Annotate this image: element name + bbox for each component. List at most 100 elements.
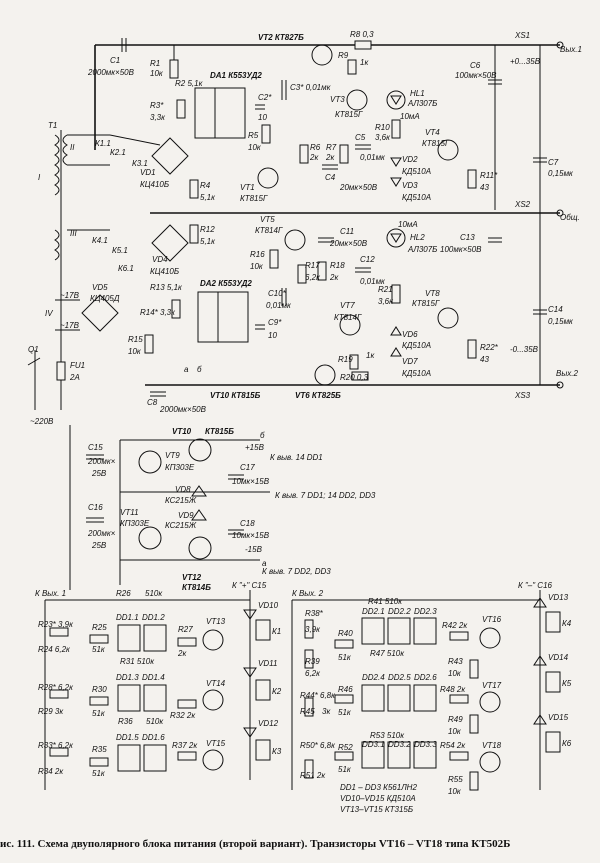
- label-k6: К6: [562, 739, 572, 748]
- label-r18: R18: [330, 261, 345, 270]
- label-mains: ~220В: [30, 417, 54, 426]
- label-k61: К6.1: [118, 264, 134, 273]
- label-r51: R51 2к: [300, 771, 326, 780]
- label-wII: II: [70, 143, 75, 152]
- label-reg-plus15: +15В: [245, 443, 265, 452]
- label-vt7: VT7: [340, 301, 355, 310]
- label-dd13: DD1.3: [116, 673, 139, 682]
- label-c14v: 0,15мк: [548, 317, 574, 326]
- label-vd8: VD8: [175, 485, 191, 494]
- label-vt11: VT11: [120, 508, 139, 517]
- label-vt12t: КТ814Б: [182, 583, 211, 592]
- label-vt1t: КТ815Г: [240, 194, 268, 203]
- label-r43: R43: [448, 657, 463, 666]
- label-dd16: DD1.6: [142, 733, 165, 742]
- label-r55: R55: [448, 775, 463, 784]
- label-r35: R35: [92, 745, 107, 754]
- label-r31: R31 510к: [120, 657, 155, 666]
- label-r18v: 2к: [329, 273, 339, 282]
- label-dd22: DD2.2: [388, 607, 411, 616]
- label-vd1t: КЦ410Б: [140, 180, 169, 189]
- label-vt7t: КТ814Г: [334, 313, 362, 322]
- label-c17v: 10мк×15В: [232, 477, 270, 486]
- label-r27: R27: [178, 625, 193, 634]
- label-vt11t: КП303Е: [120, 519, 150, 528]
- label-minus15: -15В: [245, 545, 263, 554]
- label-r26: R26: [116, 589, 131, 598]
- label-r45: R45: [300, 707, 315, 716]
- label-k21: К2.1: [110, 148, 126, 157]
- label-r54: R54 2к: [440, 741, 466, 750]
- label-r19v: 1к: [366, 351, 375, 360]
- label-r49v: 10к: [448, 727, 462, 736]
- label-vd7t: КД510А: [402, 369, 431, 378]
- label-vd6: VD6: [402, 330, 418, 339]
- label-right-head: К Вых. 2: [292, 589, 324, 598]
- label-xs3: XS3: [514, 391, 531, 400]
- label-da1: DA1 К553УД2: [210, 71, 262, 80]
- label-dd26: DD2.6: [414, 673, 437, 682]
- label-left-relayhead: К "+" C15: [232, 581, 267, 590]
- label-vt3t: КТ815Г: [335, 110, 363, 119]
- label-r7v: 2к: [325, 153, 335, 162]
- label-r40: R40: [338, 629, 353, 638]
- label-tap7: К выв. 7 DD1; 14 DD2, DD3: [275, 491, 376, 500]
- label-c16: C16: [88, 503, 103, 512]
- label-r12v: 5,1к: [200, 237, 216, 246]
- label-r29: R29 3к: [38, 707, 64, 716]
- label-r21v: 3,6к: [378, 297, 394, 306]
- label-vt13: VT13: [206, 617, 226, 626]
- label-c10v: 0,01мк: [266, 301, 292, 310]
- label-r38v: 3,9к: [305, 625, 321, 634]
- label-v17b: ~17В: [60, 321, 80, 330]
- label-wIII: III: [70, 229, 77, 238]
- label-r12: R12: [200, 225, 215, 234]
- label-vt12: VT12: [182, 573, 202, 582]
- label-r10: R10: [375, 123, 390, 132]
- label-c2v: 10: [258, 113, 267, 122]
- label-xs1: XS1: [514, 31, 530, 40]
- label-c2: C2*: [258, 93, 272, 102]
- label-r25v: 51к: [92, 645, 106, 654]
- label-hl1i: 10мА: [400, 112, 420, 121]
- label-vd14: VD14: [548, 653, 569, 662]
- label-r42: R42 2к: [442, 621, 468, 630]
- label-c11v: 20мк×50В: [329, 239, 368, 248]
- label-hl1t: АЛ307Б: [407, 99, 437, 108]
- label-r19: R19: [338, 355, 353, 364]
- label-r11: R11*: [480, 171, 498, 180]
- label-r16v: 10к: [250, 262, 264, 271]
- label-range2: -0...35В: [510, 345, 539, 354]
- label-r2: R2 5,1к: [175, 79, 204, 88]
- label-r34: R34 2к: [38, 767, 64, 776]
- label-r1v: 10к: [150, 69, 164, 78]
- label-r16: R16: [250, 250, 265, 259]
- label-reg-vt10t: КТ815Б: [205, 427, 234, 436]
- label-xs2: XS2: [514, 200, 531, 209]
- label-vt18: VT18: [482, 741, 502, 750]
- label-r6v: 2к: [309, 153, 319, 162]
- label-r24: R24 6,2к: [38, 645, 71, 654]
- label-q1: Q1: [28, 345, 39, 354]
- label-vt16: VT16: [482, 615, 502, 624]
- label-vd9t: КС215Ж: [165, 521, 197, 530]
- label-r9v: 1к: [360, 58, 369, 67]
- label-r7: R7: [326, 143, 337, 152]
- label-tapA: К выв. 7 DD2, DD3: [262, 567, 331, 576]
- label-c4v: 20мк×50В: [339, 183, 378, 192]
- label-r49: R49: [448, 715, 463, 724]
- label-c14: C14: [548, 305, 563, 314]
- label-dd23: DD2.3: [414, 607, 437, 616]
- label-c16v: 200мк×: [87, 529, 116, 538]
- label-k3: К3: [272, 747, 282, 756]
- label-r28: R28* 6,2к: [38, 683, 74, 692]
- label-r52: R52: [338, 743, 353, 752]
- label-vd5: VD5: [92, 283, 108, 292]
- label-vd15: VD15: [548, 713, 569, 722]
- label-vd7: VD7: [402, 357, 418, 366]
- label-r21: R21: [378, 285, 393, 294]
- label-note3: VT13–VT15 КТ315Б: [340, 805, 413, 814]
- label-dd12: DD1.2: [142, 613, 165, 622]
- label-vt10-pass: VT10 КТ815Б: [210, 391, 261, 400]
- label-hl2: HL2: [410, 233, 425, 242]
